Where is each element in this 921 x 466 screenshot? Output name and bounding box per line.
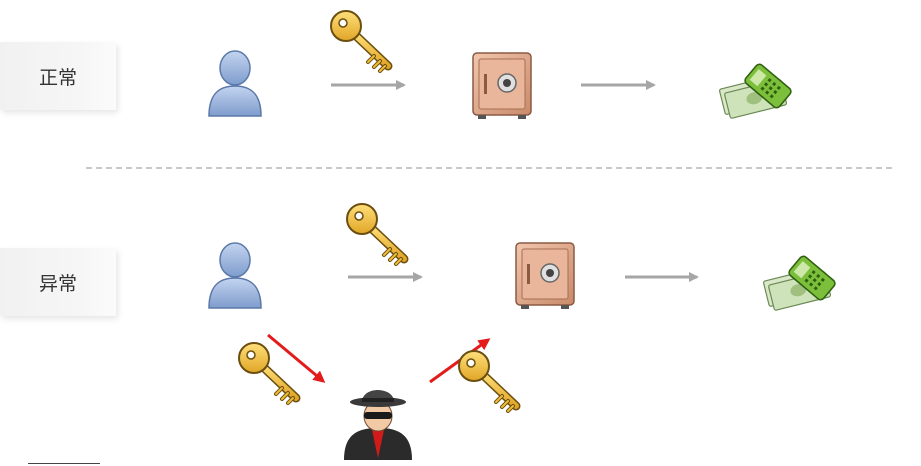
safe-icon-abnormal [515, 242, 575, 310]
row-label-normal: 正常 [0, 42, 116, 110]
key-icon-abnormal [347, 204, 404, 264]
row-label-abnormal-text: 异常 [38, 272, 77, 295]
money-phone-icon-abnormal [762, 253, 838, 312]
row-label-abnormal: 异常 [0, 248, 116, 316]
key-icon-hacker [459, 351, 516, 411]
safe-icon-normal [472, 52, 532, 120]
bottom-rule [28, 463, 100, 464]
dashed-divider [86, 167, 892, 169]
hacker-icon [343, 389, 413, 461]
arrow-user-to-hacker [267, 333, 326, 383]
user-icon-abnormal [208, 242, 262, 309]
user-icon-normal [208, 50, 262, 117]
money-phone-icon-normal [718, 61, 794, 120]
key-icon-normal [331, 11, 388, 71]
row-label-normal-text: 正常 [38, 66, 77, 89]
